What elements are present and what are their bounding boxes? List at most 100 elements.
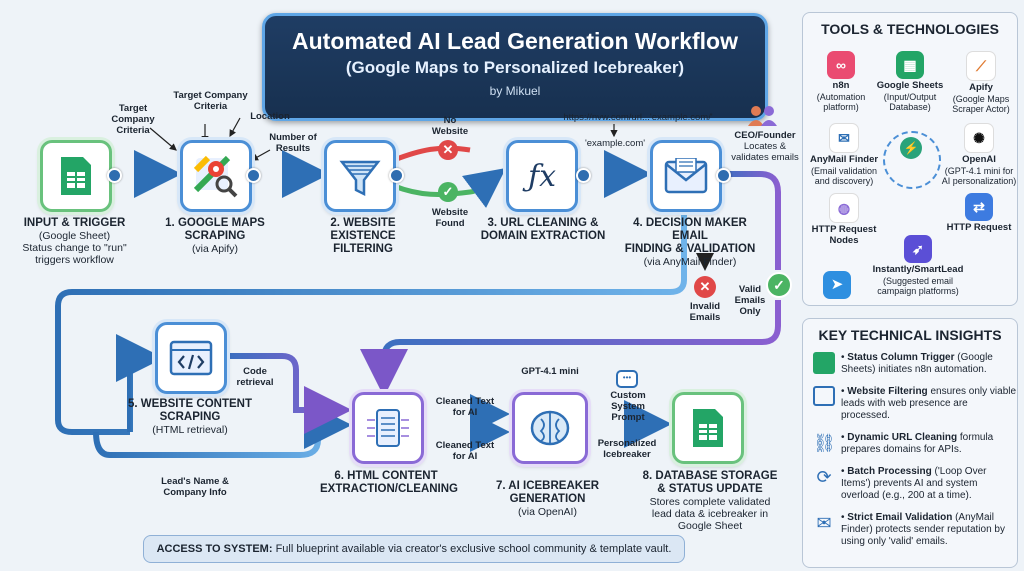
- input-title: INPUT & TRIGGER: [23, 217, 126, 229]
- website-found-check-icon: ✓: [438, 182, 458, 202]
- step-4-sub: (via AnyMail Finder): [643, 256, 737, 268]
- title-banner: Automated AI Lead Generation Workflow (G…: [262, 13, 768, 121]
- google-sheets-icon: [61, 157, 91, 195]
- step-6-label: 6. HTML CONTENT EXTRACTION/CLEANING: [320, 470, 458, 496]
- insight-item: • Website Filtering ensures only viable …: [813, 386, 1018, 422]
- step-1-title-1: 1. GOOGLE MAPS: [165, 217, 265, 229]
- website-filter-node: [324, 140, 396, 212]
- database-storage-node: [672, 392, 744, 464]
- step-6-title-2: EXTRACTION/CLEANING: [320, 483, 458, 495]
- connector-s5-up: [116, 334, 164, 432]
- link-icon: ⛓: [813, 433, 836, 453]
- integration-hub: ⚡: [883, 131, 941, 189]
- step-6-title-1: 6. HTML CONTENT: [334, 470, 438, 482]
- step-3-title-1: 3. URL CLEANING &: [487, 217, 599, 229]
- page-subtitle: (Google Maps to Personalized Icebreaker): [345, 58, 685, 77]
- shield-envelope-icon: ✉: [816, 513, 832, 533]
- invalid-emails-x-icon: ✕: [694, 276, 716, 298]
- access-text: Full blueprint available via creator's e…: [272, 543, 672, 555]
- input-note-2: triggers workflow: [35, 254, 114, 266]
- google-sheets-icon: ▦: [896, 51, 924, 79]
- step-7-label: 7. AI ICEBREAKER GENERATION (via OpenAI): [490, 480, 605, 518]
- connector-dot: [246, 168, 261, 183]
- insight-item: ✉ • Strict Email Validation (AnyMail Fin…: [813, 512, 1018, 548]
- insight-item: ⟳ • Batch Processing ('Loop Over Items')…: [813, 466, 1018, 502]
- brain-icon: [530, 410, 570, 446]
- step-3-label: 3. URL CLEANING & DOMAIN EXTRACTION: [478, 217, 608, 243]
- openai-icon: ✺: [964, 123, 994, 153]
- insights-heading: KEY TECHNICAL INSIGHTS: [818, 327, 1002, 343]
- email-finding-node: [650, 140, 722, 212]
- browser-filter-icon: [813, 386, 835, 406]
- step-5-title-2: SCRAPING: [159, 411, 221, 423]
- step-7-title-1: 7. AI ICEBREAKER: [495, 480, 600, 492]
- step-5-label: 5. WEBSITE CONTENT SCRAPING (HTML retrie…: [120, 398, 260, 436]
- connector-s5-to-s6: [230, 353, 352, 434]
- step-8-note-1: Stores complete validated: [649, 496, 771, 508]
- input-trigger-node: [40, 140, 112, 212]
- step-1-sub: (via Apify): [191, 243, 239, 255]
- google-maps-node: [180, 140, 252, 212]
- chat-bubble-icon: •••: [616, 370, 638, 388]
- step-2-title-1: 2. WEBSITE EXISTENCE: [330, 217, 396, 242]
- apify-icon: ⟋: [966, 51, 996, 81]
- step-5-title-1: 5. WEBSITE CONTENT: [128, 398, 252, 410]
- google-sheets-icon: [693, 409, 723, 447]
- connector-s4-to-valid: [722, 171, 781, 270]
- step-7-sub: (via OpenAI): [518, 506, 577, 518]
- connector-lead-info: [93, 401, 352, 458]
- author-credit: by Mikuel: [489, 84, 541, 98]
- url-clean-annotation: 'example.com': [584, 138, 646, 149]
- connector-valid-to-s6: [360, 300, 781, 397]
- document-processor-icon: [367, 409, 409, 447]
- connector-dot: [576, 168, 591, 183]
- step-4-title-1: 4. DECISION MAKER EMAIL: [633, 217, 747, 242]
- model-annotation: GPT-4.1 mini: [521, 366, 579, 377]
- sheet-icon: [813, 352, 835, 374]
- connector-dot: [389, 168, 404, 183]
- step-8-label: 8. DATABASE STORAGE & STATUS UPDATE Stor…: [640, 470, 780, 532]
- code-window-icon: [169, 340, 213, 376]
- connector-no-website: [393, 145, 471, 163]
- step-1-title-2: SCRAPING: [184, 230, 246, 242]
- step-2-label: 2. WEBSITE EXISTENCE FILTERING: [300, 217, 426, 256]
- step-8-title-2: & STATUS UPDATE: [657, 483, 763, 495]
- step-8-note-2: lead data & icebreaker in: [651, 508, 769, 520]
- no-website-x-icon: ✕: [438, 140, 458, 160]
- rocket-icon: ➶: [904, 235, 932, 263]
- lead-info-annotation: Lead's Name &Company Info: [161, 476, 229, 498]
- http-arrows-icon: ⇄: [965, 193, 993, 221]
- input-trigger-label: INPUT & TRIGGER (Google Sheet) Status ch…: [2, 217, 147, 266]
- ai-icebreaker-node: [512, 392, 588, 464]
- step-4-title-2: FINDING & VALIDATION: [624, 243, 756, 255]
- step-7-title-2: GENERATION: [509, 493, 586, 505]
- envelope-icon: [664, 158, 708, 194]
- step-8-title-1: 8. DATABASE STORAGE: [642, 470, 778, 482]
- funnel-icon: [339, 160, 381, 197]
- step-4-label: 4. DECISION MAKER EMAIL FINDING & VALIDA…: [618, 217, 762, 268]
- tools-heading: TOOLS & TECHNOLOGIES: [821, 21, 999, 37]
- send-icon: ➤: [823, 271, 851, 299]
- connector-loop-to-s5: [55, 210, 687, 435]
- step-2-title-2: FILTERING: [333, 243, 393, 255]
- website-scraping-node: [155, 322, 227, 394]
